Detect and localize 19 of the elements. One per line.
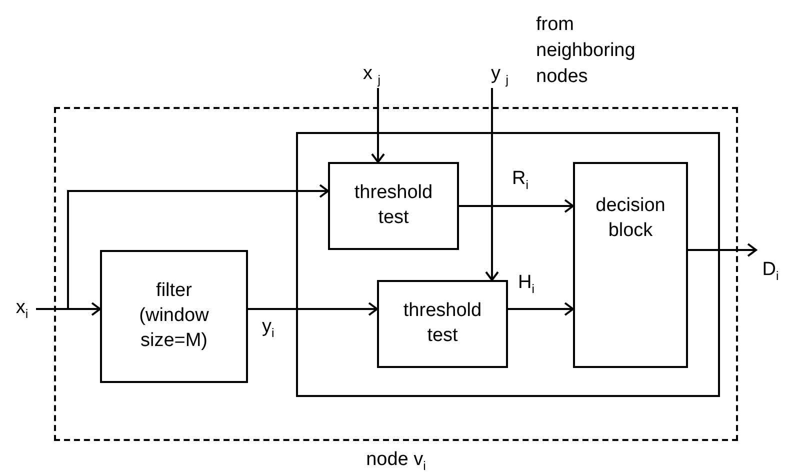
filter-box: filter (window size=M) xyxy=(100,250,248,383)
node-boundary xyxy=(54,107,738,441)
signal-label: y $_{j}$ xyxy=(476,62,518,88)
arrow xyxy=(36,184,329,310)
processing-box xyxy=(296,132,720,397)
arrow xyxy=(485,88,499,281)
arrow xyxy=(371,88,385,163)
node-caption: node v$_{i}$ xyxy=(365,449,427,474)
signal-label: D$_{i}$ xyxy=(756,244,785,284)
arrow xyxy=(508,302,574,316)
arrow xyxy=(688,243,757,257)
signal-label: x$_{i}$ xyxy=(8,296,36,322)
signal-label: x $_{j}$ xyxy=(348,62,394,88)
decision-box: decision block xyxy=(573,162,688,368)
note-text: from neighboring nodes xyxy=(536,13,636,89)
arrow xyxy=(248,302,378,316)
threshold-box: threshold test xyxy=(328,162,459,250)
threshold-box: threshold test xyxy=(377,280,508,368)
arrow xyxy=(459,199,574,213)
